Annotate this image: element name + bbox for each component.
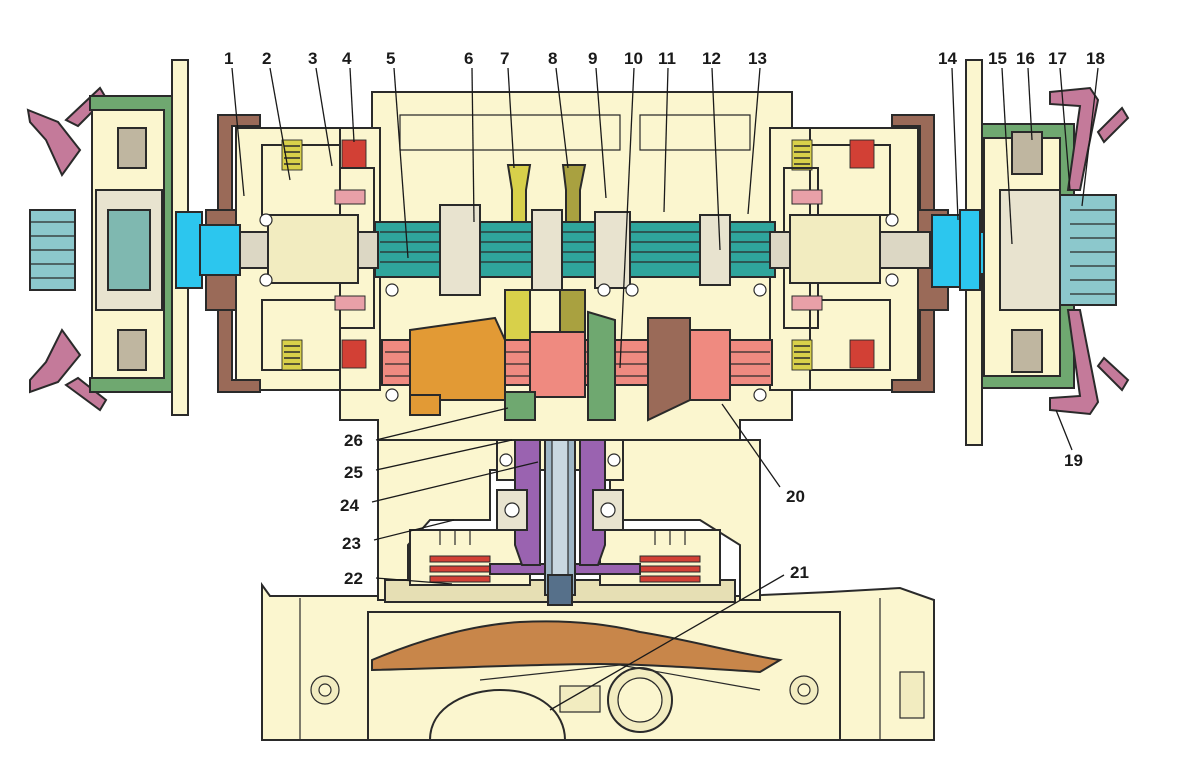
right-final-drive [931,59,1130,446]
callout-22: 22 [344,569,363,588]
leader-2 [269,67,291,181]
callout-17: 17 [1048,49,1067,68]
callout-13: 13 [748,49,767,68]
leader-21 [549,574,785,711]
callout-23: 23 [342,534,361,553]
leader-26 [375,407,509,441]
leader-23 [373,519,455,541]
leader-8 [555,67,569,169]
leader-17 [1059,67,1071,191]
leader-5 [393,67,409,259]
callout-20: 20 [786,487,805,506]
leader-13 [747,67,761,215]
callout-12: 12 [702,49,721,68]
main-bearings [259,213,899,402]
callout-9: 9 [588,49,597,68]
callout-2: 2 [262,49,271,68]
callout-21: 21 [790,563,809,582]
leader-10 [619,67,635,369]
callout-4: 4 [342,49,352,68]
leader-9 [595,67,607,199]
leader-18 [1081,67,1099,207]
leader-22 [375,577,453,585]
leader-4 [349,67,355,143]
callout-18: 18 [1086,49,1105,68]
leader-3 [315,67,333,167]
callout-6: 6 [464,49,473,68]
callout-3: 3 [308,49,317,68]
leader-16 [1027,67,1033,141]
leader-19 [1055,409,1073,451]
callout-1: 1 [224,49,233,68]
leader-15 [1001,67,1013,245]
leader-24 [371,461,539,503]
half-shafts [227,214,931,284]
callout-15: 15 [988,49,1007,68]
leader-6 [471,67,475,223]
callout-26: 26 [344,431,363,450]
callout-10: 10 [624,49,643,68]
callout-11: 11 [658,49,676,68]
left-final-drive [26,59,241,416]
leader-14 [951,67,959,221]
column-bearings [496,439,624,531]
leader-7 [507,67,515,169]
right-clutch-springs [783,139,875,371]
callout-labels: 1 2 3 4 5 6 7 8 9 10 11 12 13 14 15 16 1… [224,49,1105,588]
leader-lines [231,67,1099,711]
callout-14: 14 [938,49,957,68]
callout-5: 5 [386,49,395,68]
leader-12 [711,67,721,251]
callout-19: 19 [1064,451,1083,470]
oil-sump [371,620,783,741]
callout-16: 16 [1016,49,1035,68]
left-clutch-springs [281,139,375,371]
callout-25: 25 [344,463,363,482]
countershaft-gears [409,310,691,422]
leader-25 [375,439,513,471]
leader-1 [231,67,245,197]
shift-forks [504,164,587,341]
pto-clutch-pack [409,529,721,586]
callout-7: 7 [500,49,509,68]
callout-24: 24 [340,496,359,515]
callout-8: 8 [548,49,557,68]
leader-20 [721,403,781,488]
leader-11 [663,67,669,213]
